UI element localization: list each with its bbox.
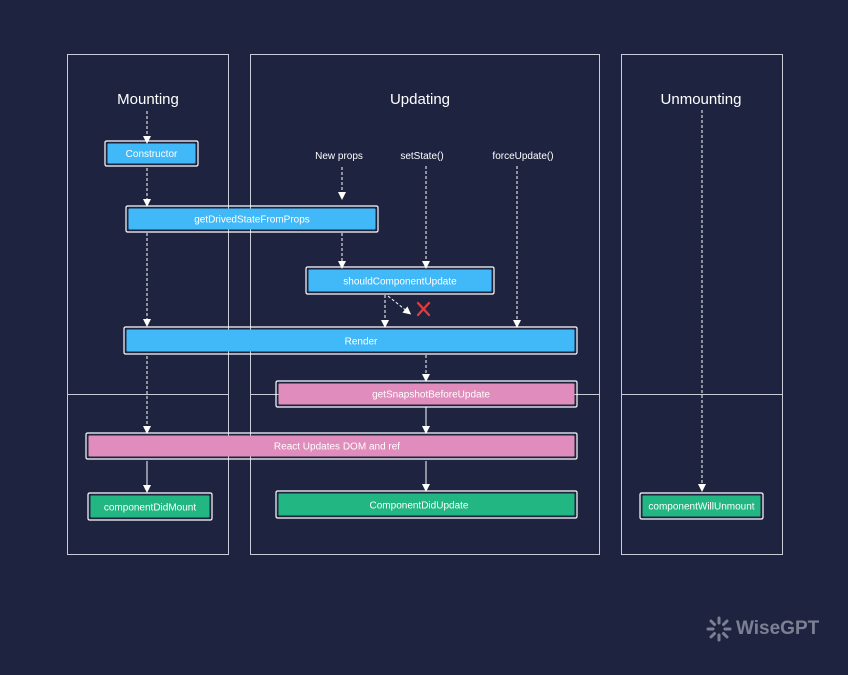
render-label: Render [345,337,378,348]
should-component-update-label: shouldComponentUpdate [343,277,457,288]
trigger-force-update: forceUpdate() [492,151,553,162]
component-did-mount-label: componentDidMount [104,503,196,514]
x-mark-icon [416,301,431,317]
component-will-unmount-label: componentWillUnmount [648,502,754,513]
mounting-title: Mounting [117,91,179,108]
should-component-update-node: shouldComponentUpdate [305,266,495,295]
updating-column [250,54,600,555]
get-derived-state-label: getDrivedStateFromProps [194,215,310,226]
component-did-update-label: ComponentDidUpdate [370,501,469,512]
wisegpt-logo-text: WiseGPT [736,618,820,639]
wisegpt-logo: WiseGPT [706,616,819,642]
component-did-update-node: ComponentDidUpdate [275,490,578,519]
updating-title: Updating [390,91,450,108]
unmounting-title: Unmounting [661,91,742,108]
constructor-label: Constructor [126,149,178,160]
get-snapshot-node: getSnapshotBeforeUpdate [275,380,578,408]
arrow-should-update-rejected [387,295,412,315]
constructor-node: Constructor [104,140,199,167]
component-will-unmount-node: componentWillUnmount [639,492,764,520]
component-did-mount-node: componentDidMount [87,492,213,521]
trigger-new-props: New props [315,151,363,162]
get-derived-state-node: getDrivedStateFromProps [125,205,379,233]
react-updates-dom-label: React Updates DOM and ref [274,442,400,453]
unmounting-column [621,54,783,555]
trigger-set-state: setState() [400,151,443,162]
react-updates-dom-node: React Updates DOM and ref [85,432,578,460]
render-node: Render [123,326,578,355]
wisegpt-logo-icon [706,616,732,642]
mounting-column [67,54,229,555]
get-snapshot-label: getSnapshotBeforeUpdate [372,390,490,401]
